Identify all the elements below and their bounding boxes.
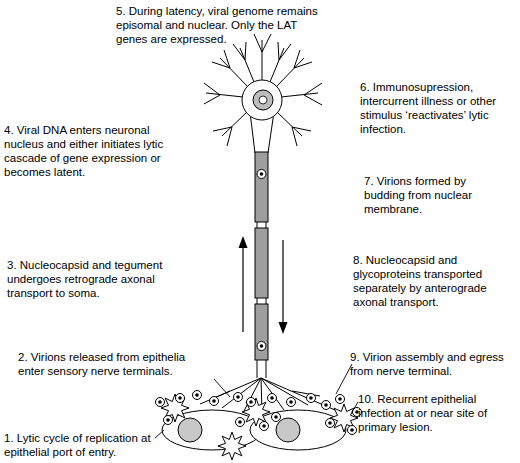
- virion: [322, 401, 331, 410]
- annotation-text: 2. Virions released from epithelia enter…: [18, 350, 212, 378]
- virion: [156, 398, 165, 407]
- virion: [326, 419, 335, 428]
- virion: [287, 398, 296, 407]
- lytic-burst: [218, 432, 246, 460]
- virion: [272, 413, 281, 422]
- leader-line: [336, 364, 352, 394]
- annotation-text: 7. Virions formed by budding from nuclea…: [364, 174, 486, 216]
- dendrite: [277, 112, 311, 146]
- dendrite: [204, 83, 243, 104]
- arrowhead: [279, 322, 288, 334]
- annotation-text: 10. Recurrent epithelial infection at or…: [358, 392, 513, 434]
- annotation-text: 8. Nucleocapsid and glycoproteins transp…: [353, 253, 503, 309]
- virion: [193, 391, 202, 400]
- leader-line: [352, 402, 358, 412]
- neuron-nucleus: [253, 90, 273, 110]
- annotation-text: 1. Lytic cycle of replication at epithel…: [4, 431, 184, 459]
- dendrite: [276, 50, 312, 87]
- annotation-text: 5. During latency, viral genome remains …: [116, 4, 321, 46]
- dendrite: [254, 34, 271, 80]
- retrograde-arrow: [242, 246, 243, 332]
- annotation-text: 6. Immunosupression, intercurrent illnes…: [360, 80, 516, 136]
- virion: [176, 394, 185, 403]
- dendrite: [212, 50, 248, 87]
- virion: [268, 394, 277, 403]
- virion: [260, 422, 269, 431]
- axon-segment: [255, 304, 268, 360]
- anterograde-arrow: [282, 240, 283, 324]
- virion: [247, 398, 256, 407]
- cell-nucleus: [178, 418, 202, 442]
- epithelial-cell: [250, 410, 346, 450]
- virion: [234, 393, 243, 402]
- virion: [307, 394, 316, 403]
- cell-nucleus: [276, 418, 300, 442]
- arrowhead: [239, 236, 248, 248]
- virion: [257, 342, 266, 351]
- virion: [336, 395, 345, 404]
- virion: [210, 397, 219, 406]
- nucleolus: [259, 96, 267, 104]
- virion: [164, 416, 173, 425]
- nerve-terminal: [200, 378, 335, 412]
- axon-node: [257, 222, 266, 378]
- annotation-text: 9. Virion assembly and egress from nerve…: [350, 350, 516, 378]
- axon-segment: [255, 228, 268, 298]
- virion: [257, 170, 266, 179]
- cell-body: [242, 80, 282, 120]
- leader-line: [155, 430, 164, 438]
- virion: [236, 418, 245, 427]
- dendrite: [281, 83, 322, 105]
- axon-segment: [255, 152, 268, 222]
- annotation-text: 4. Viral DNA enters neuronal nucleus and…: [4, 123, 186, 179]
- dendrite: [270, 42, 291, 82]
- leader-line: [214, 379, 230, 397]
- annotation-text: 3. Nucleocapsid and tegument undergoes r…: [7, 258, 175, 300]
- dendrite: [213, 112, 247, 146]
- virion: [348, 426, 357, 435]
- dendrite: [233, 42, 254, 82]
